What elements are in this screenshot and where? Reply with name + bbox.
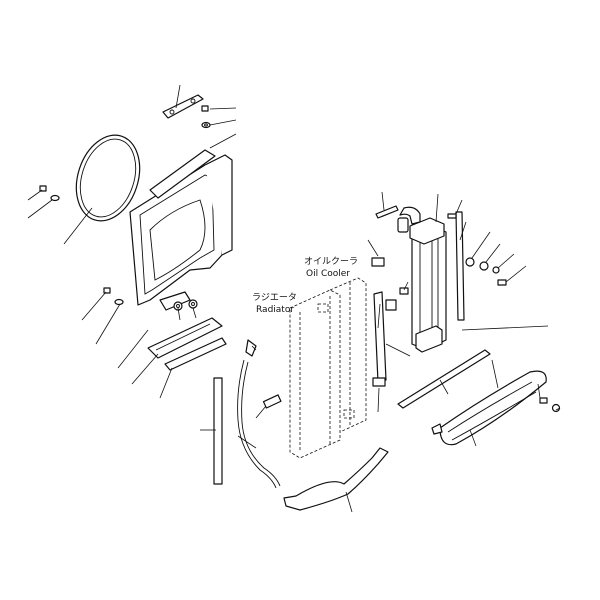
bolt-washer-top [201, 105, 211, 129]
lower-seal-strip [397, 349, 491, 409]
oil-cooler-label-en: Oil Cooler [306, 269, 350, 279]
spacers-upper [371, 205, 409, 311]
radiator-core [289, 277, 367, 459]
seal-strips [372, 211, 465, 387]
leader-lines [27, 84, 561, 513]
upper-bracket [162, 94, 204, 119]
bolts-left [39, 185, 124, 306]
oil-cooler-core [397, 206, 447, 353]
fan-shroud [129, 149, 233, 311]
drain-hose [213, 339, 282, 489]
lower-right-cover [431, 370, 547, 446]
lower-cover-plate [147, 317, 227, 371]
radiator-label-en: Radiator [256, 305, 294, 315]
oil-cooler-label-jp: オイルクーラ [304, 256, 358, 267]
fan-ring-gasket [75, 134, 141, 222]
bolts-right [465, 257, 561, 413]
nuts-shroud [173, 299, 198, 311]
radiator-label-jp: ラジエータ [252, 292, 297, 303]
radiator-lower-bracket [283, 447, 389, 511]
